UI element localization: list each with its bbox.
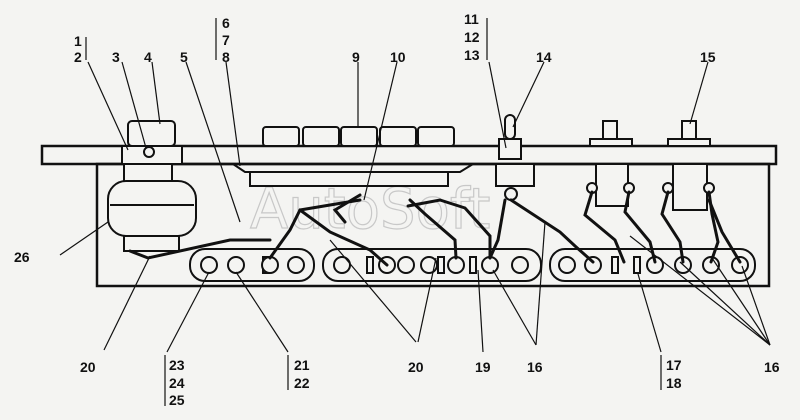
- label-21: 21: [294, 357, 310, 373]
- label-10: 10: [390, 49, 406, 65]
- label-2: 2: [74, 49, 82, 65]
- label-18: 18: [666, 375, 682, 391]
- label-12: 12: [464, 29, 480, 45]
- terminal-screws: [200, 256, 749, 274]
- label-16-middle: 16: [527, 359, 543, 375]
- label-5: 5: [180, 49, 188, 65]
- wires: [128, 190, 742, 267]
- label-16-right: 16: [764, 359, 780, 375]
- label-22: 22: [294, 375, 310, 391]
- label-6: 6: [222, 15, 230, 31]
- label-20-middle: 20: [408, 359, 424, 375]
- label-17: 17: [666, 357, 682, 373]
- label-24: 24: [169, 375, 185, 391]
- callout-labels: 1 2 3 4 5 6 7 8 9 10 11 12 13 14 15 16 1…: [14, 11, 780, 408]
- label-20-left: 20: [80, 359, 96, 375]
- label-13: 13: [464, 47, 480, 63]
- label-25: 25: [169, 392, 185, 408]
- button-block: [232, 126, 474, 187]
- label-9: 9: [352, 49, 360, 65]
- label-19: 19: [475, 359, 491, 375]
- label-26: 26: [14, 249, 30, 265]
- label-11: 11: [464, 11, 479, 27]
- toggle-switch: [495, 114, 535, 201]
- rotary-switch-right: [662, 120, 715, 211]
- label-4: 4: [144, 49, 152, 65]
- label-15: 15: [700, 49, 716, 65]
- leader-lines: [59, 18, 771, 406]
- ignition-switch: [107, 120, 197, 252]
- label-3: 3: [112, 49, 120, 65]
- label-1: 1: [74, 33, 82, 49]
- label-7: 7: [222, 32, 230, 48]
- label-14: 14: [536, 49, 552, 65]
- label-8: 8: [222, 49, 230, 65]
- label-23: 23: [169, 357, 185, 373]
- rotary-switch-left: [586, 120, 635, 207]
